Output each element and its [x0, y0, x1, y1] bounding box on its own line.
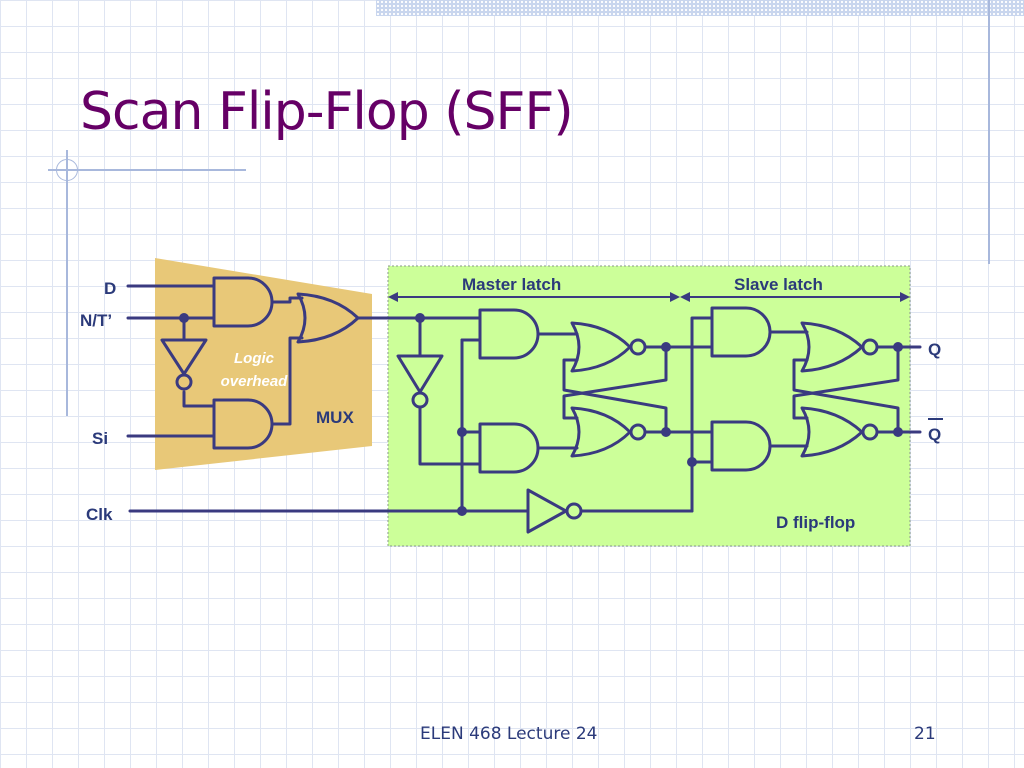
master-inverter — [396, 354, 444, 394]
output-q-label: Q — [928, 340, 941, 359]
decoration-circle — [56, 159, 78, 181]
slave-nor-gate-bottom — [800, 406, 864, 458]
master-and-gate-top — [478, 308, 540, 360]
right-decoration-line — [988, 0, 990, 264]
junction-dots — [179, 313, 903, 516]
mux-and-gate-bottom — [212, 398, 274, 450]
logic-overhead-label-line2: overhead — [221, 373, 289, 390]
footer-lecture: ELEN 468 Lecture 24 — [420, 724, 598, 744]
dff-label: D flip-flop — [776, 513, 855, 532]
left-decoration-line — [66, 150, 68, 416]
input-clk-label: Clk — [86, 505, 113, 524]
master-latch-label: Master latch — [462, 275, 561, 294]
logic-overhead-label-line1: Logic — [234, 350, 275, 367]
slave-and-gate-bottom — [710, 420, 772, 472]
input-si-label: Si — [92, 429, 108, 448]
title-underline-decoration — [48, 169, 246, 171]
mux-and-gate-top — [212, 276, 274, 328]
mux-region — [155, 258, 372, 470]
slave-latch-label: Slave latch — [734, 275, 823, 294]
mux-inverter — [160, 338, 208, 376]
input-d-label: D — [104, 279, 116, 298]
mux-label: MUX — [316, 408, 354, 427]
clock-inverter — [526, 488, 568, 534]
input-nt-label: N/T’ — [80, 311, 112, 330]
slide-title: Scan Flip-Flop (SFF) — [80, 82, 574, 142]
output-q-bar-label: Q — [928, 425, 941, 444]
page-number: 21 — [914, 724, 936, 744]
top-decoration-bar — [376, 0, 1024, 16]
mux-or-gate — [296, 292, 360, 344]
slave-nor-gate-top — [800, 321, 864, 373]
slave-and-gate-top — [710, 306, 772, 358]
master-nor-gate-bottom — [570, 406, 632, 458]
master-and-gate-bottom — [478, 422, 540, 474]
master-nor-gate-top — [570, 321, 632, 373]
